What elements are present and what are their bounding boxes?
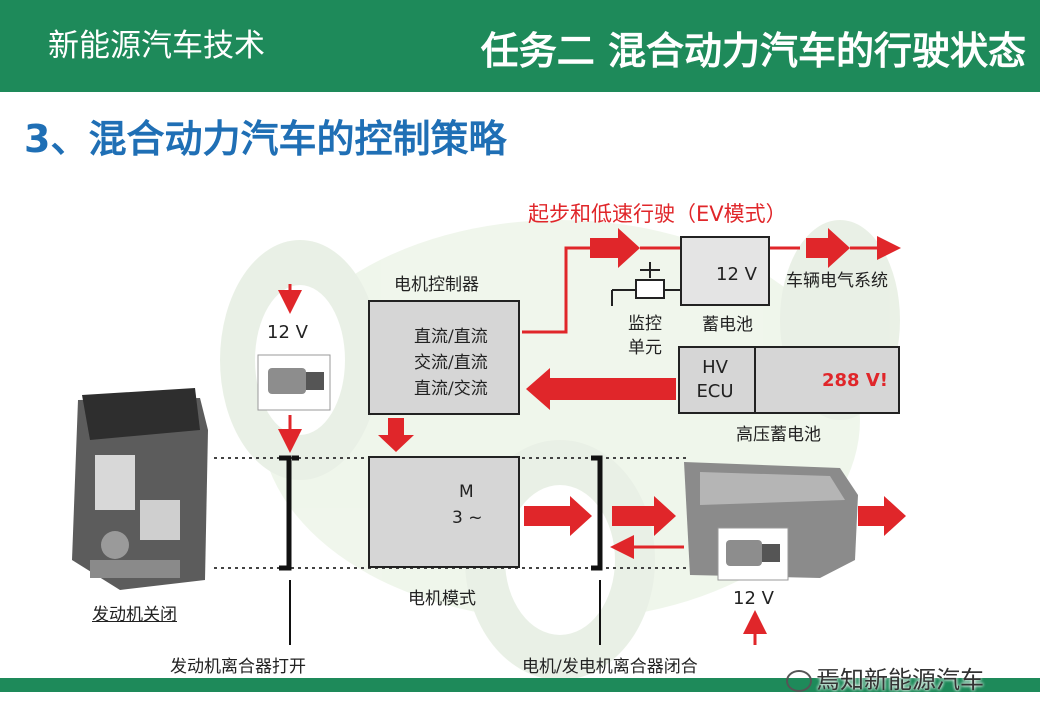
monitor-unit-line-2: 单元 [628,338,662,358]
transmission-illustration [684,462,858,581]
arrow-motor-to-clutch [524,496,592,536]
task-title: 任务二 混合动力汽车的行驶状态 [480,29,1026,73]
arrow-output [858,496,906,536]
engine-off-label: 发动机关闭 [92,605,177,625]
battery-12v-voltage: 12 V [716,264,757,285]
footer-bar [0,678,1040,692]
engine-illustration [60,385,210,590]
controller-line-2: 交流/直流 [414,353,488,373]
hv-battery-label: 高压蓄电池 [736,425,821,445]
arrow-clutch-to-transmission [612,496,676,536]
motor-clutch-bracket [591,455,603,571]
arrow-to-12v-battery [590,228,640,268]
motor-controller-functions: 直流/直流 交流/直流 直流/交流 [414,324,488,402]
starter-motor-top [257,354,331,411]
engine-clutch-open-label: 发动机离合器打开 [170,657,306,677]
hv-ecu-label: HV ECU [692,356,738,404]
motor-symbol-phase: 3 ~ [452,508,483,528]
starter-voltage-top: 12 V [267,322,308,343]
starter-voltage-bottom: 12 V [733,588,774,609]
motor-symbol-m: M [459,482,474,502]
motor-controller-box [368,300,520,415]
flow-line-controller-to-battery [522,246,598,334]
motor-box [368,456,520,568]
controller-line-3: 直流/交流 [414,379,488,399]
battery-12v-label: 蓄电池 [702,315,753,335]
vehicle-electrical-label: 车辆电气系统 [786,271,888,291]
header-bar: 新能源汽车技术 任务二 混合动力汽车的行驶状态 [0,0,1040,92]
watermark-text: 焉知新能源汽车 [816,666,984,694]
motor-clutch-closed-label: 电机/发电机离合器闭合 [522,657,698,677]
motor-controller-title: 电机控制器 [394,275,479,295]
watermark: 焉知新能源汽车 [786,660,984,695]
course-title: 新能源汽车技术 [48,28,265,64]
engine-clutch-bracket [279,455,299,571]
arrow-to-vehicle-electrical [806,228,850,268]
battery-12v-box [680,236,770,306]
hv-battery-box [678,346,900,414]
monitor-unit-label: 监控 单元 [628,312,662,360]
hv-ecu-line-1: HV [702,357,728,378]
wechat-icon [786,670,812,692]
motor-mode-label: 电机模式 [408,589,476,609]
power-flow-arrows [378,368,906,536]
hv-box-divider [754,348,756,412]
controller-line-1: 直流/直流 [414,327,488,347]
hv-battery-voltage: 288 V! [822,370,888,391]
ev-mode-title: 起步和低速行驶（EV模式） [528,202,787,226]
section-title: 3、混合动力汽车的控制策略 [24,117,507,161]
arrow-hv-to-controller [526,368,676,410]
monitor-unit-line-1: 监控 [628,314,662,334]
hv-ecu-line-2: ECU [696,381,734,402]
arrow-controller-to-motor [378,418,414,452]
